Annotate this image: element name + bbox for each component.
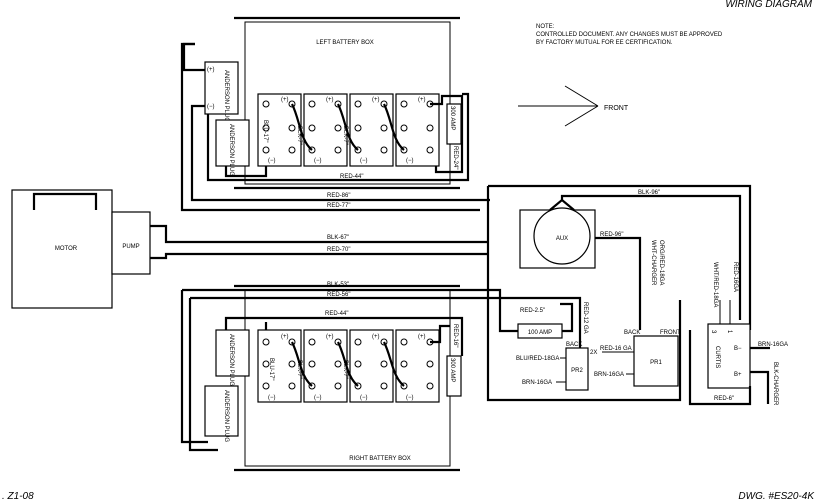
right-battery-4 [395,329,440,403]
right-box-title: RIGHT BATTERY BOX [349,456,411,462]
left-wire-blu17: BLU-17" [262,120,268,142]
right-battery-3 [349,329,394,403]
svg-text:(−): (−) [360,395,368,401]
svg-text:(−): (−) [314,395,322,401]
svg-text:(+): (+) [326,97,334,103]
wire-red6: RED-6" [714,396,734,402]
curtis-pin-b-minus: B− [734,346,742,352]
wire-red96: RED-96" [600,232,623,238]
wire-red56: RED-56" [327,292,350,298]
aux-motor-icon [533,207,591,265]
wire-red16ga: RED-16GA [732,262,738,292]
note-line-3: BY FACTORY MUTUAL FOR EE CERTIFICATION. [536,40,673,46]
left-fuse-label: 300 AMP [449,106,455,130]
wire-blk96: BLK-96" [638,190,660,196]
curtis-pin-1: 1 [726,330,732,334]
front-label: FRONT [604,105,629,112]
wire-blk67: BLK-67" [327,235,349,241]
wire-brn16ga-c: BRN-16GA [758,342,788,348]
right-wire-blk7b: BLK-7" [342,360,348,379]
svg-text:(+): (+) [418,97,426,103]
note-line-1: NOTE: [536,24,555,30]
left-wire-red44: RED-44" [340,174,363,180]
footer-left: . Z1-08 [2,491,34,502]
wire-blu-red: BLU/RED-18GA [516,356,559,362]
pump-label: PUMP [122,244,139,250]
wire-brn16ga-b: BRN-16GA [594,372,624,378]
left-wire-blk7b: BLK-7" [342,126,348,145]
front-arrow-icon [518,85,599,127]
svg-text:(−): (−) [360,158,368,164]
svg-text:(−): (−) [268,158,276,164]
left-anderson-mid-label: ANDERSON PLUG [228,124,234,176]
pr2-relay [565,347,589,391]
svg-text:(−): (−) [406,158,414,164]
svg-text:(−): (−) [314,158,322,164]
right-fuse-300a [446,355,462,397]
wire-red16ga-2: RED-16 GA [600,346,632,352]
left-battery-box [234,16,460,190]
pr2-label: PR2 [571,368,583,374]
pump-box [111,211,151,275]
pr1-front-label: FRONT [660,330,681,336]
wire-blk-charger: BLK-CHARGER [772,362,778,406]
svg-text:(+): (+) [418,334,426,340]
wire-org-red: ORG/RED-18GA [658,240,664,285]
pr1-label: PR1 [650,360,662,366]
right-anderson-plug-bottom [204,385,239,437]
diagram-title: WIRING DIAGRAM [725,0,812,10]
pr2-2x-label: 2X [590,350,597,356]
left-battery-4 [395,93,440,167]
right-anderson-plug-top [215,329,250,377]
svg-text:(+): (+) [281,97,289,103]
right-fuse-label: 300 AMP [449,358,455,382]
pr1-relay [633,335,679,387]
wire-red77: RED-77" [327,203,350,209]
footer-right: DWG. #ES20-4K [738,491,815,502]
left-anderson-plug-mid [215,119,250,167]
right-anderson-bot-label: ANDERSON PLUG [223,390,229,442]
left-wire-red24: RED-24" [452,146,458,169]
right-battery-2 [303,329,348,403]
curtis-label: CURTIS [714,346,720,368]
left-wire-blk7a: BLK-7" [296,126,302,145]
right-anderson-top-label: ANDERSON PLUG [228,334,234,386]
pr2-back-label: BACK [566,342,582,348]
svg-text:(−): (−) [406,395,414,401]
svg-text:(+): (+) [281,334,289,340]
left-battery-3 [349,93,394,167]
left-box-title: LEFT BATTERY BOX [316,40,374,46]
left-anderson-top-label: ANDERSON PLUG [223,70,229,122]
right-wire-blk7a: BLK-7" [296,360,302,379]
wire-red70: RED-70" [327,247,350,253]
curtis-pin-3: 3 [710,330,716,334]
wire-brn16ga-a: BRN-16GA [522,380,552,386]
svg-text:(+): (+) [326,334,334,340]
right-wire-red16: RED-16" [452,324,458,347]
curtis-controller [707,323,751,389]
left-anderson-plug-top [204,61,239,115]
curtis-pin-b-plus: B+ [734,372,742,378]
fuse-100a-label: 100 AMP [528,330,552,336]
svg-text:(+): (+) [207,67,215,73]
right-wire-red44: RED-44" [325,311,348,317]
wire-wht-charger: WHT-CHARGER [650,240,656,286]
svg-text:(+): (+) [372,334,380,340]
note-line-2: CONTROLLED DOCUMENT. ANY CHANGES MUST BE… [536,32,723,38]
right-battery-1 [257,329,302,403]
wire-red12: RED-12 GA [582,302,588,334]
wire-wht-red: WHT/RED-18GA [712,262,718,307]
right-wire-blu17: BLU-17" [268,358,274,380]
svg-text:(−): (−) [268,395,276,401]
svg-text:(+): (+) [372,97,380,103]
wire-red86: RED-86" [327,193,350,199]
wire-red2-5: RED-2.5" [520,308,545,314]
aux-label: AUX [556,236,568,242]
pr1-back-label: BACK [624,330,640,336]
svg-text:(−): (−) [207,104,215,110]
left-battery-2 [303,93,348,167]
motor-label: MOTOR [55,246,78,252]
